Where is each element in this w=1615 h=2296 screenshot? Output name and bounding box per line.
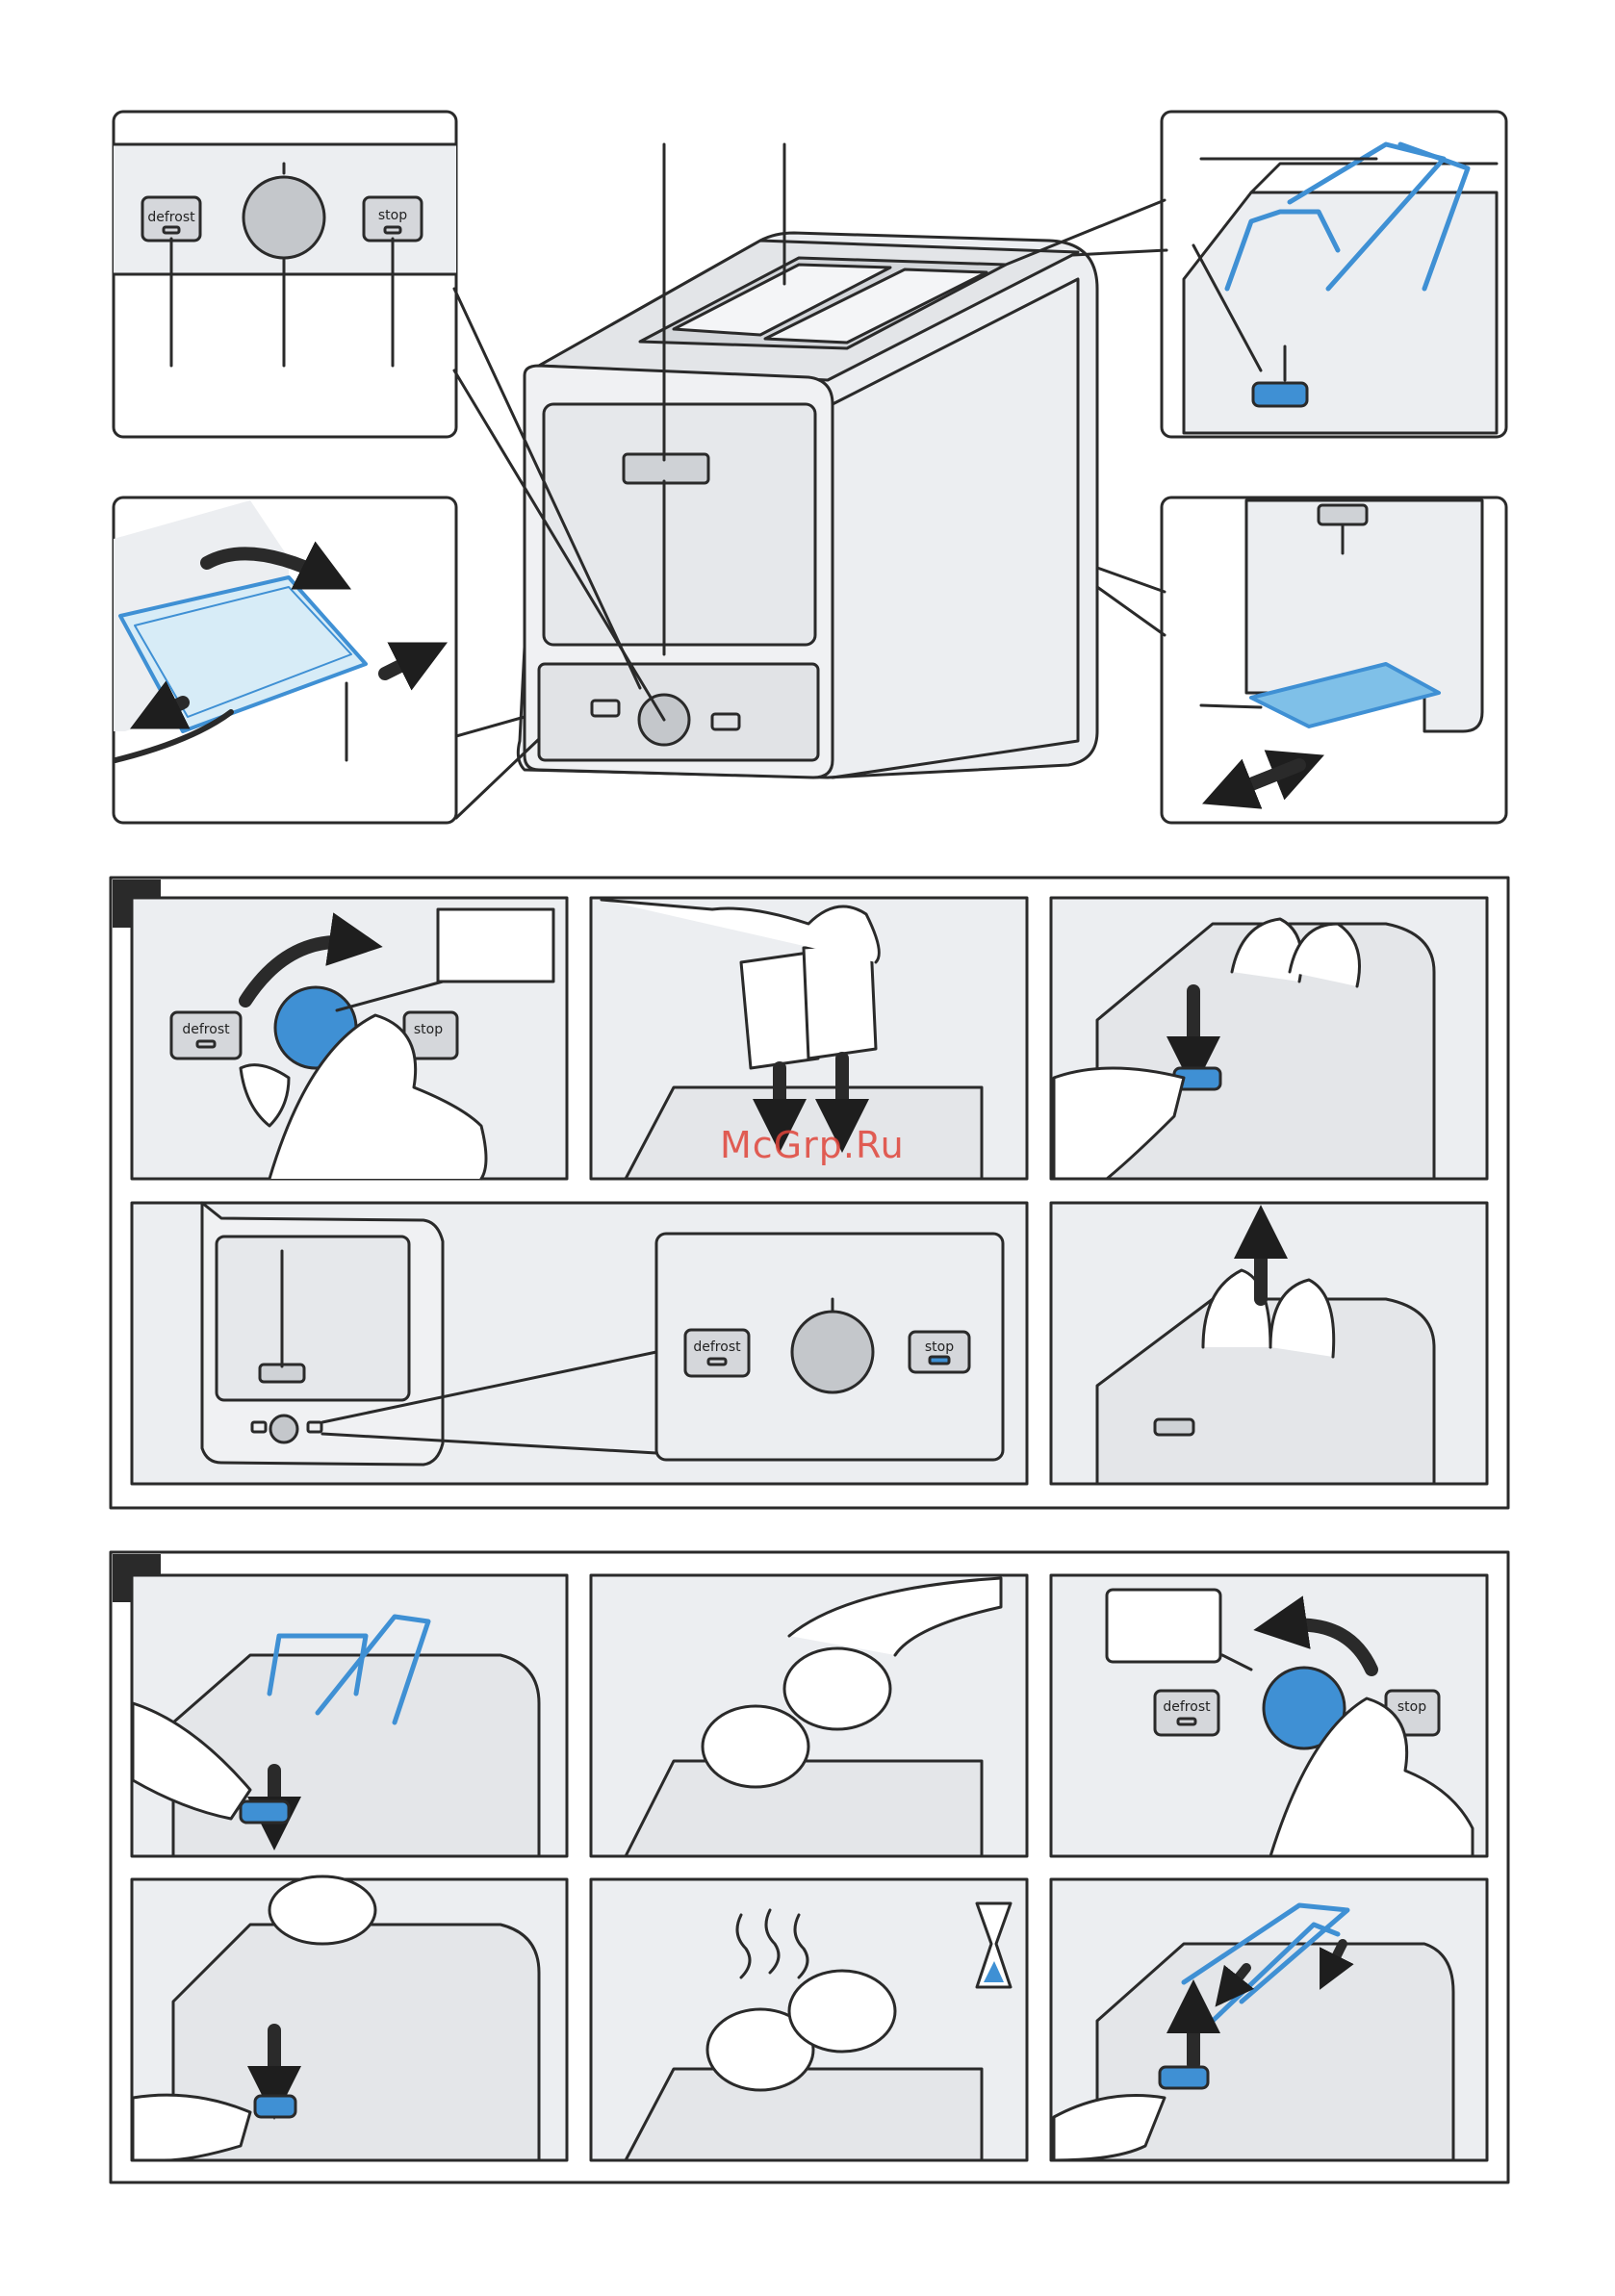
defrost-label-callout: defrost xyxy=(147,210,195,225)
toaster-main-illustration xyxy=(518,144,1097,778)
defrost-label-step4: defrost xyxy=(693,1339,741,1355)
watermark-text: McGrp.Ru xyxy=(720,1124,905,1166)
stop-label-step1: stop xyxy=(414,1022,443,1037)
callout-bottom-tray xyxy=(1097,497,1506,823)
step-2-2-place-buns xyxy=(591,1575,1027,1856)
step-2-6-lower-rack xyxy=(1051,1879,1487,2160)
step-1-3-press-lever xyxy=(1051,898,1487,1179)
step-2-5-warming xyxy=(591,1879,1027,2160)
step-1-5-toast-up xyxy=(1051,1203,1487,1484)
defrost-label-step1: defrost xyxy=(182,1022,230,1037)
stop-label-callout: stop xyxy=(378,208,407,223)
defrost-label-step2: defrost xyxy=(1163,1699,1211,1715)
stop-label-step4: stop xyxy=(925,1339,954,1355)
step-1-1-set-browning: defrost stop xyxy=(132,898,567,1179)
step-2-3-set-knob: defrost stop xyxy=(1051,1575,1487,1856)
step-1-4-stop-button: defrost stop xyxy=(132,1203,1027,1484)
callout-crumb-tray xyxy=(114,497,539,823)
step-2-4-press-lever xyxy=(132,1876,567,2160)
stop-label-step2: stop xyxy=(1397,1699,1426,1715)
step-2-1-raise-rack xyxy=(132,1575,567,1856)
